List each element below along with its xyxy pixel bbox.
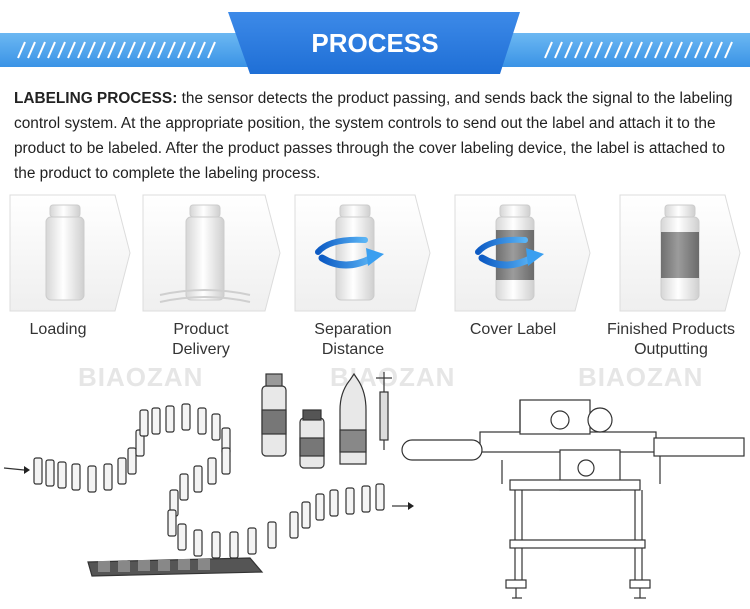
step-card-product-delivery bbox=[142, 194, 281, 312]
hatch-left bbox=[17, 41, 216, 59]
step-label-finished-products: Finished Products Outputting bbox=[606, 321, 736, 358]
bottle-flow bbox=[33, 403, 385, 559]
rotate-arrow-icon bbox=[315, 236, 384, 269]
step-card-finished-products bbox=[619, 194, 741, 312]
page-title: PROCESS bbox=[311, 28, 438, 58]
step-label-separation-distance: Separation Distance bbox=[314, 321, 392, 358]
step-card-cover-label bbox=[454, 194, 591, 312]
process-description: LABELING PROCESS: the sensor detects the… bbox=[14, 86, 740, 186]
header-banner: PROCESS bbox=[0, 12, 750, 74]
step-label-cover-label: Cover Label bbox=[469, 321, 557, 338]
sample-containers bbox=[261, 372, 392, 469]
step-label-loading: Loading bbox=[29, 321, 87, 338]
watermark-logo: BIAOZAN bbox=[78, 362, 204, 392]
machine-diagram bbox=[3, 372, 745, 599]
motion-lines bbox=[159, 289, 251, 303]
labeled-bottle-icon bbox=[660, 204, 700, 301]
bottle-icon bbox=[45, 204, 85, 301]
step-label-product-delivery: Product Delivery bbox=[172, 321, 230, 358]
process-steps bbox=[9, 194, 741, 312]
labeling-machine bbox=[401, 399, 745, 599]
rotate-arrow-icon bbox=[475, 236, 544, 269]
bottle-icon bbox=[185, 204, 225, 301]
step-card-separation-distance bbox=[294, 194, 431, 312]
description-lead: LABELING PROCESS: bbox=[14, 90, 178, 107]
description-body: the sensor detects the product passing, … bbox=[14, 90, 733, 182]
step-card-loading bbox=[9, 194, 131, 312]
hatch-right bbox=[544, 41, 733, 59]
watermark-logo: BIAOZAN bbox=[578, 362, 704, 392]
